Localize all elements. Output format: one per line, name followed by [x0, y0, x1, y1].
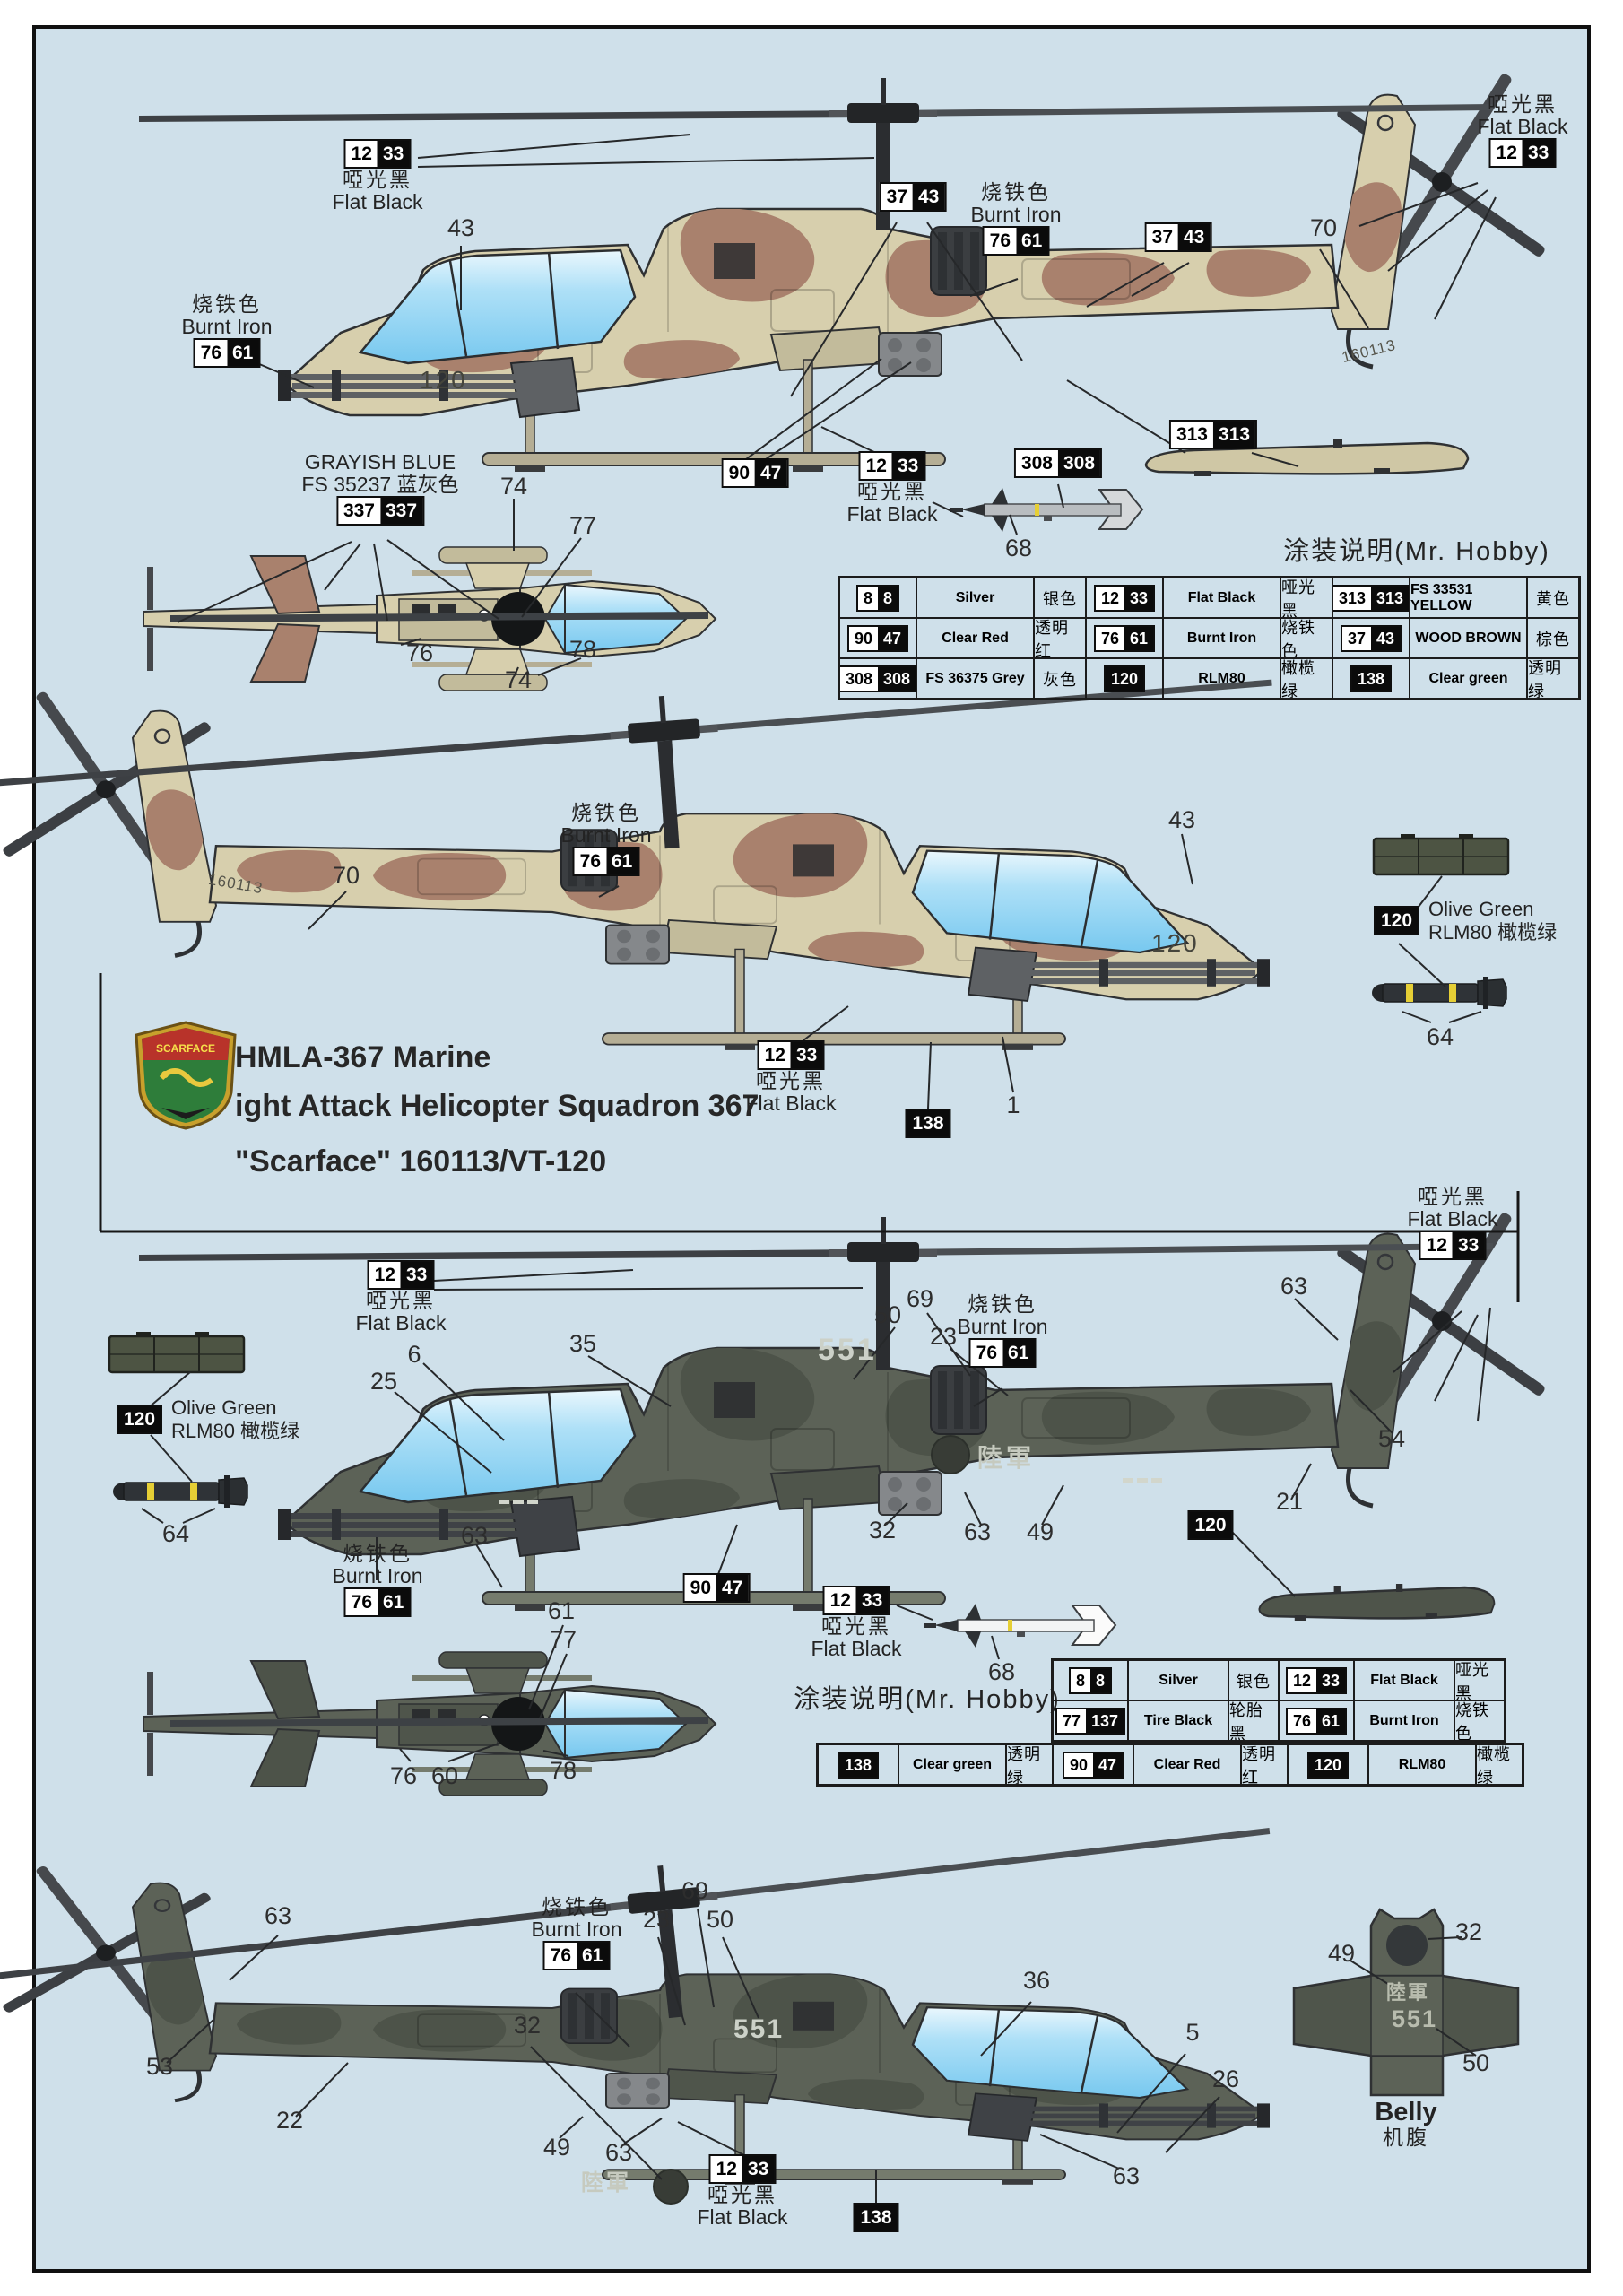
section-divider [99, 973, 1520, 1302]
svg-text:SCARFACE: SCARFACE [156, 1042, 215, 1055]
squadron-patch: SCARFACE [135, 1021, 237, 1130]
leader-lines [141, 134, 1497, 2203]
roundel-b1 [931, 1435, 970, 1474]
stencil-dashes [499, 1478, 1162, 1504]
roundel-b2 [653, 2169, 689, 2205]
